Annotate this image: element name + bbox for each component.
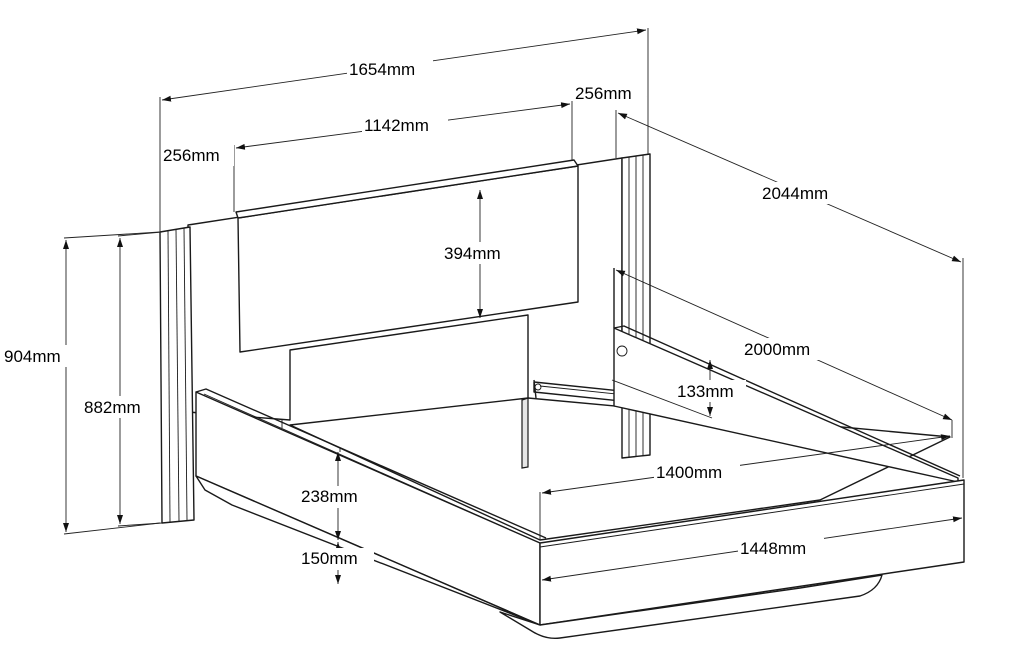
label-post-height: 882mm (84, 398, 141, 417)
bed-frame (159, 153, 965, 640)
label-overall-height: 904mm (4, 347, 61, 366)
label-headboard-height: 394mm (444, 244, 501, 263)
upholstered-headboard (235, 159, 579, 353)
label-frame-width: 1448mm (740, 539, 806, 558)
slat-support-strip (521, 397, 529, 469)
label-post-width-left: 256mm (163, 146, 220, 165)
label-mattress-width: 1400mm (656, 463, 722, 482)
dim-line-mattress-width (541, 434, 951, 495)
left-post (159, 226, 195, 524)
label-overall-length: 2044mm (762, 184, 828, 203)
label-frame-height: 238mm (301, 487, 358, 506)
label-headboard-width: 1142mm (364, 116, 429, 135)
dimension-labels: 1654mm 1142mm 256mm 256mm 2044mm 904mm 8… (2, 58, 845, 570)
label-ground-clearance: 150mm (301, 549, 358, 568)
label-overall-width: 1654mm (349, 60, 415, 79)
label-post-width-right: 256mm (575, 84, 632, 103)
label-slat-support-height: 133mm (677, 382, 734, 401)
label-mattress-length: 2000mm (744, 340, 810, 359)
